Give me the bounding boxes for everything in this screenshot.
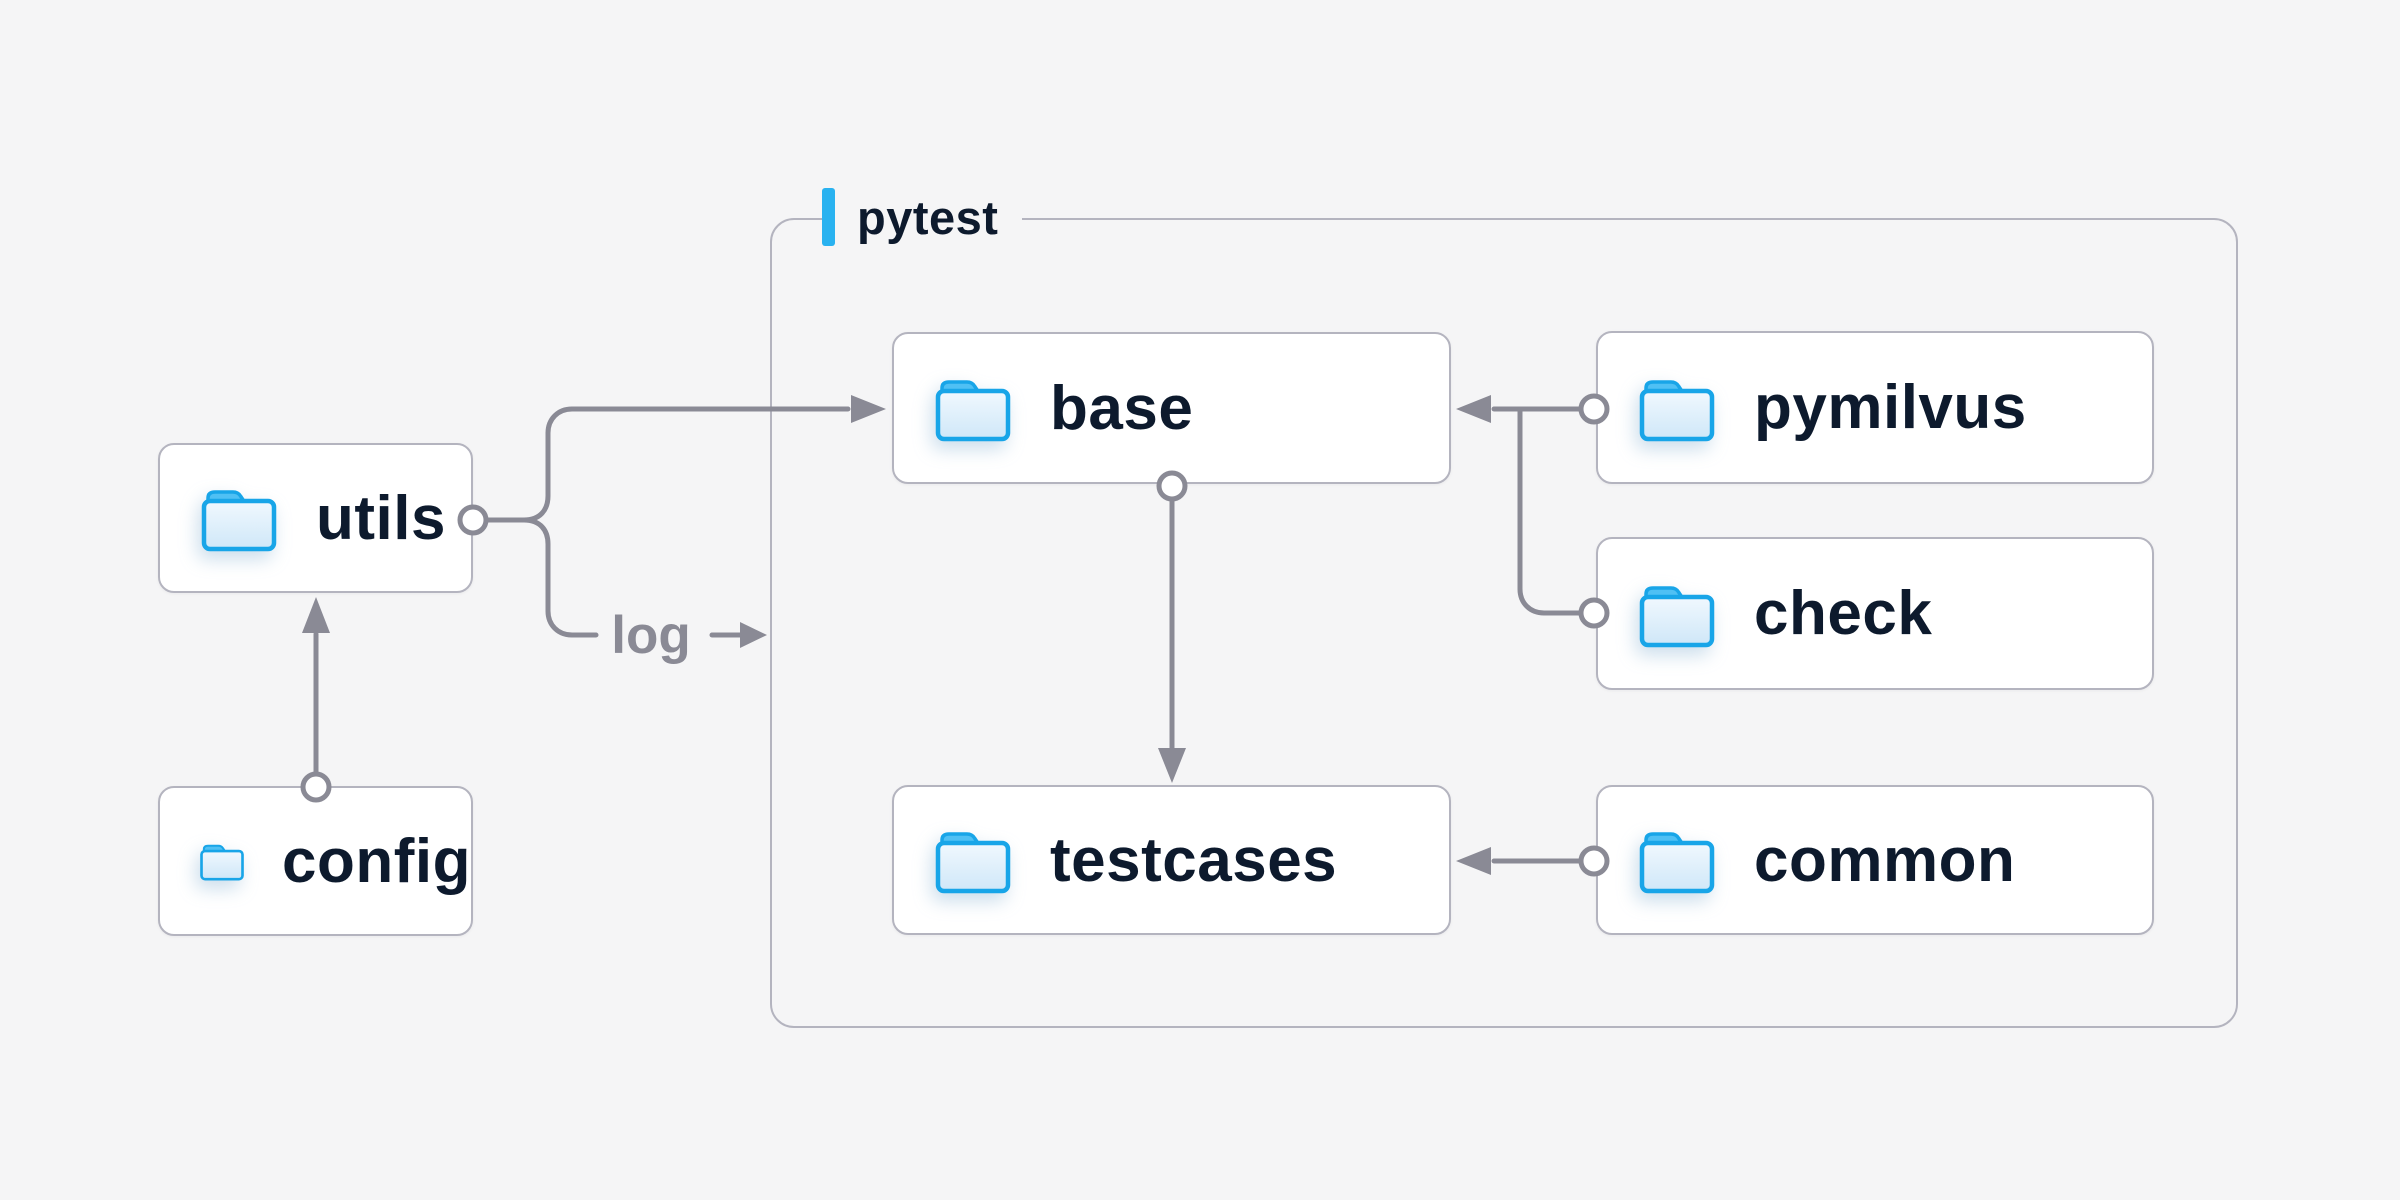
folder-icon (935, 380, 1011, 442)
node-label: check (1754, 579, 1933, 648)
arrowhead-right-icon (740, 622, 767, 648)
folder-icon (935, 832, 1011, 894)
folder-icon (1639, 832, 1715, 894)
node-label: pymilvus (1754, 373, 2027, 442)
node-label: testcases (1050, 825, 1338, 895)
arrowhead-up-icon (302, 597, 330, 633)
node-common: common (1596, 785, 2154, 935)
edge-config-to-utils (300, 597, 332, 803)
pytest-group-container (770, 218, 2238, 1028)
folder-icon (1639, 379, 1715, 441)
group-title: pytest (857, 190, 999, 244)
node-check: check (1596, 537, 2154, 690)
node-config: config (158, 786, 473, 936)
folder-icon (200, 844, 244, 881)
node-base: base (892, 332, 1451, 484)
edge-log-into-group: log (611, 606, 767, 665)
node-pymilvus: pymilvus (1596, 331, 2154, 484)
node-label: utils (316, 483, 446, 553)
log-edge-label: log (611, 606, 690, 665)
node-label: common (1754, 825, 2016, 895)
folder-icon (1639, 585, 1715, 647)
accent-bar-icon (822, 188, 835, 246)
node-label: base (1050, 373, 1194, 443)
node-testcases: testcases (892, 785, 1451, 935)
pytest-group-label: pytest (822, 188, 1023, 246)
folder-icon (201, 490, 277, 552)
node-label: config (282, 826, 471, 896)
node-utils: utils (158, 443, 473, 593)
